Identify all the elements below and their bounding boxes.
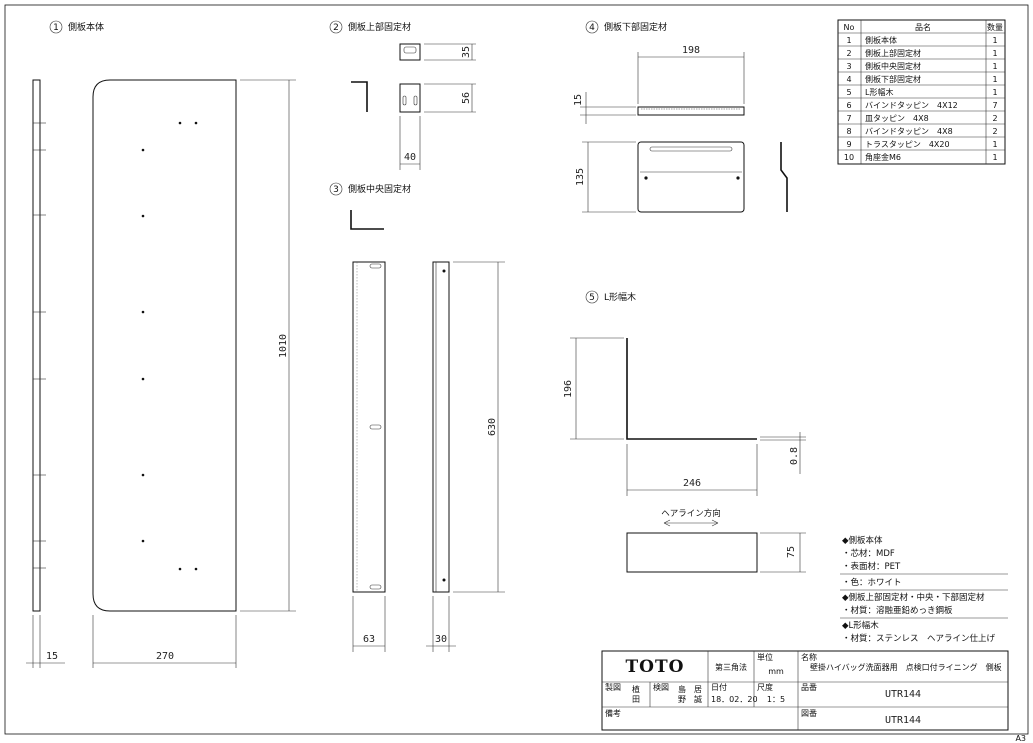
scale-label: 尺度 — [757, 682, 773, 692]
scale-value: 1：5 — [767, 695, 785, 704]
drawn-by-1: 植 — [632, 684, 640, 694]
dim-135: 135 — [575, 168, 586, 186]
dim-56: 56 — [461, 92, 472, 104]
part-3-number: 3 — [333, 185, 339, 195]
bom-row-no: 3 — [846, 62, 851, 71]
note-line: ・表面材：PET — [842, 561, 901, 572]
note-line: ・材質：溶融亜鉛めっき鋼板 — [842, 605, 953, 616]
part-1-view: 1 側板本体 1010 270 — [26, 20, 296, 668]
part-3-title: 側板中央固定材 — [348, 183, 411, 195]
bom-row-name: バインドタッピン 4X12 — [865, 101, 958, 110]
part-2-number: 2 — [333, 23, 339, 33]
bom-row-no: 2 — [846, 49, 851, 58]
checked-by-1: 島 居 — [678, 684, 702, 694]
toto-logo: TOTO — [626, 657, 685, 677]
note-line: ◆側板本体 — [842, 535, 883, 546]
part-1-number: 1 — [53, 23, 59, 33]
part-4-title: 側板下部固定材 — [604, 21, 667, 33]
part-2-title: 側板上部固定材 — [348, 21, 411, 33]
dim-196: 196 — [563, 380, 574, 398]
bom-row-name: トラスタッピン 4X20 — [865, 140, 950, 149]
bom-row-name: 側板下部固定材 — [865, 74, 921, 84]
dim-1010: 1010 — [278, 334, 289, 358]
bom-row-qty: 1 — [992, 62, 997, 71]
bom-header-name: 品名 — [915, 22, 931, 32]
bom-row-qty: 1 — [992, 36, 997, 45]
part-number-label: 品番 — [801, 682, 817, 692]
bom-row-qty: 1 — [992, 75, 997, 84]
bom-row-qty: 1 — [992, 88, 997, 97]
bom-row-qty: 1 — [992, 140, 997, 149]
date-value: 18．02．20 — [711, 695, 758, 704]
part-4-number: 4 — [589, 23, 595, 33]
dim-630: 630 — [487, 418, 498, 436]
bom-header-qty: 数量 — [987, 22, 1003, 32]
dim-15b: 15 — [573, 94, 584, 106]
bom-row-no: 7 — [846, 114, 851, 123]
title-block: TOTO 第三角法 単位 mm 名称 壁掛ハイバッグ洗面器用 点検口付ライニング… — [601, 650, 1009, 731]
bom-row-qty: 2 — [992, 127, 997, 136]
dim-15: 15 — [46, 651, 58, 662]
bom-row-qty: 2 — [992, 114, 997, 123]
name-label: 名称 — [801, 652, 817, 662]
note-line: ◆側板上部固定材・中央・下部固定材 — [842, 592, 985, 603]
bom-row-name: 角座金M6 — [865, 152, 901, 162]
bom-header-no: No — [844, 23, 855, 32]
dim-246: 246 — [683, 478, 701, 489]
unit-value: mm — [768, 667, 784, 676]
bom-row-name: 皿タッピン 4X8 — [865, 114, 929, 123]
bom-row-no: 10 — [844, 153, 854, 162]
bom-row-qty: 7 — [992, 101, 997, 110]
bom-table: No 品名 数量 1 側板本体 1 2 側板上部固定材 1 3 側板中央固定材 … — [837, 19, 1006, 165]
part-3-view: 3 側板中央固定材 630 63 30 — [329, 182, 505, 652]
note-line: ◆L形幅木 — [842, 620, 879, 631]
bom-row-name: 側板上部固定材 — [865, 48, 921, 58]
bom-row-name: 側板中央固定材 — [865, 61, 921, 71]
drawing-name: 壁掛ハイバッグ洗面器用 点検口付ライニング 側板 — [810, 662, 1002, 672]
part-2-view: 2 側板上部固定材 35 56 40 — [329, 20, 476, 170]
note-line: ・芯材：MDF — [842, 548, 895, 559]
dim-40: 40 — [404, 152, 416, 163]
checked-by-2: 野 誠 — [678, 694, 702, 704]
bom-row-no: 8 — [846, 127, 851, 136]
bom-row-name: L形幅木 — [865, 87, 893, 97]
checked-label: 検図 — [653, 682, 669, 692]
bom-row-no: 6 — [846, 101, 851, 110]
dim-30: 30 — [435, 634, 447, 645]
dim-35: 35 — [461, 46, 472, 58]
part-5-view: 5 L形幅木 196 246 0.8 ヘアライン方向 75 — [563, 290, 806, 573]
bom-row-no: 5 — [846, 88, 851, 97]
projection-method: 第三角法 — [715, 662, 747, 672]
part-5-title: L形幅木 — [604, 291, 636, 303]
hairline-direction-label: ヘアライン方向 — [661, 508, 721, 519]
drawn-by-2: 田 — [632, 695, 640, 704]
sheet-size: A3 — [1015, 734, 1026, 743]
bom-row-no: 4 — [846, 75, 851, 84]
material-notes: ◆側板本体 ・芯材：MDF ・表面材：PET ・色：ホワイト ◆側板上部固定材・… — [840, 535, 1008, 644]
part-number: UTR144 — [885, 689, 921, 700]
remarks-label: 備考 — [605, 708, 621, 718]
drawn-label: 製図 — [605, 682, 621, 692]
bom-row-name: バインドタッピン 4X8 — [865, 127, 953, 136]
note-line: ・色：ホワイト — [842, 577, 902, 588]
part-4-view: 4 側板下部固定材 198 15 135 — [573, 20, 788, 213]
part-1-title: 側板本体 — [68, 21, 104, 33]
note-line: ・材質：ステンレス ヘアライン仕上げ — [842, 633, 996, 644]
bom-row-qty: 1 — [992, 49, 997, 58]
drawing-number-label: 図番 — [801, 708, 817, 718]
dim-270: 270 — [156, 651, 174, 662]
dim-63: 63 — [363, 634, 375, 645]
bom-row-no: 9 — [846, 140, 851, 149]
dim-198: 198 — [682, 45, 700, 56]
drawing-number: UTR144 — [885, 715, 921, 726]
dim-0-8: 0.8 — [789, 447, 800, 465]
bom-row-qty: 1 — [992, 153, 997, 162]
unit-label: 単位 — [757, 652, 773, 662]
dim-75: 75 — [786, 546, 797, 558]
part-5-number: 5 — [589, 293, 595, 303]
bom-row-no: 1 — [846, 36, 851, 45]
date-label: 日付 — [711, 682, 727, 692]
bom-row-name: 側板本体 — [865, 35, 897, 45]
